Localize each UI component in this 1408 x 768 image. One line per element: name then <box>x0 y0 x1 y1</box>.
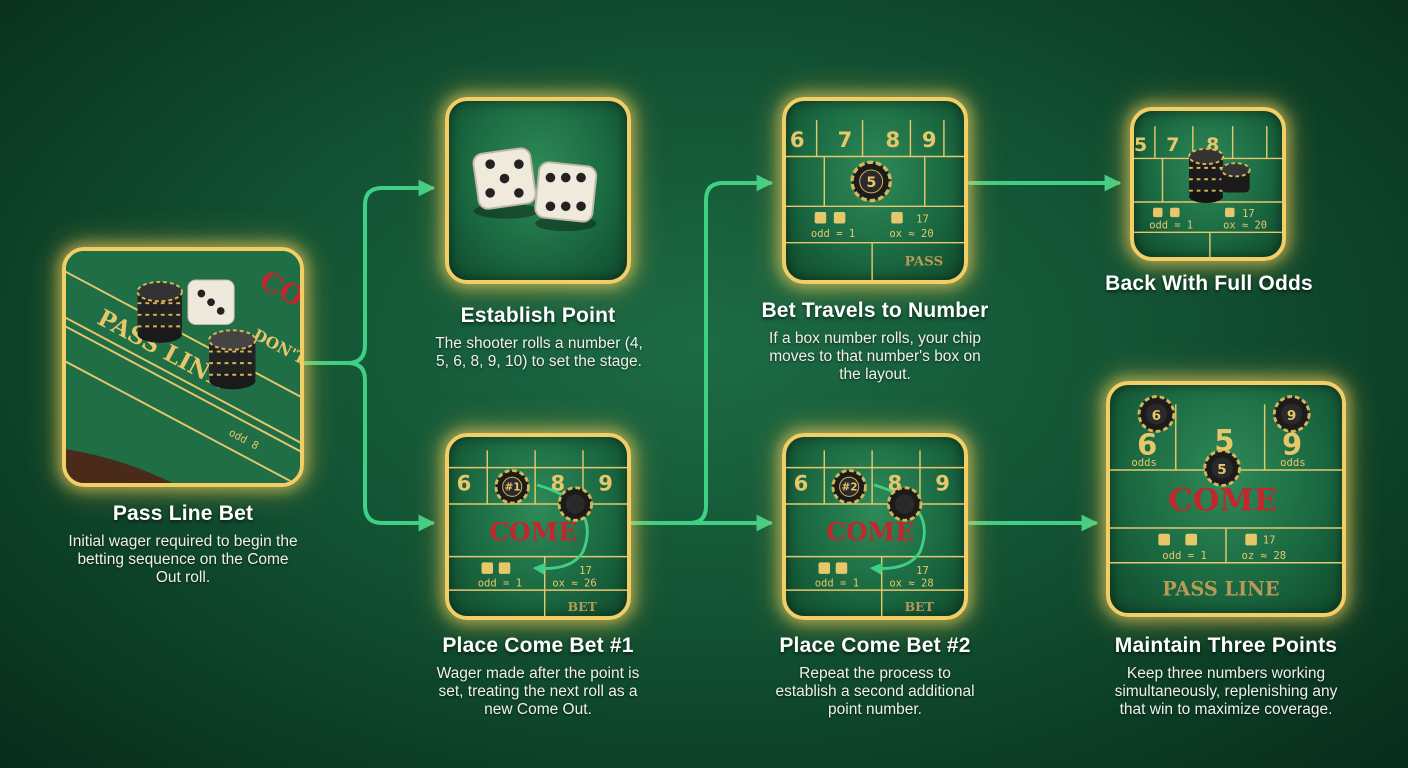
come-bet-1-tile: 6 8 9 COME #1 odd = 1 17 ox ≈ 26 BET <box>445 433 631 620</box>
chip-icon: 6 <box>1137 395 1176 433</box>
box-number: 6 <box>794 471 809 496</box>
odds-text: odd = 1 <box>478 577 522 589</box>
ratio-text: ox ≈ 26 <box>552 577 596 589</box>
box-number: 9 <box>1282 428 1302 462</box>
dice-icon <box>814 212 903 224</box>
arrow-to-establish-point <box>346 179 436 365</box>
chip-label: 5 <box>1217 462 1226 478</box>
seventeen-text: 17 <box>916 565 929 577</box>
come-text: COME <box>1168 483 1277 519</box>
three-points-table-image: 6 5 9 odds odds 6 5 9 COME <box>1110 395 1342 601</box>
bet-text: BET <box>905 599 935 614</box>
box-number: 7 <box>1166 134 1179 156</box>
chip-icon: 5 <box>850 160 892 203</box>
come-bet-1-description: Wager made after the point is set, treat… <box>436 665 640 718</box>
ratio-text: ox ≈ 20 <box>889 228 933 240</box>
come-bet-2-table-image: 6 8 9 COME #2 odd = 1 17 ox ≈ 28 BET <box>786 450 964 616</box>
bet-travels-tile: 6 7 8 9 5 odd = 1 17 ox ≈ 20 PASS <box>782 97 968 284</box>
chip-icon: #2 <box>831 469 867 505</box>
pass-line-text: PASS LINE <box>1162 578 1279 601</box>
box-number: 5 <box>1134 134 1147 156</box>
bet-travels-description: If a box number rolls, your chip moves t… <box>769 330 981 383</box>
pass-line-title: Pass Line Bet <box>112 502 254 525</box>
ratio-text: oz ≈ 28 <box>1241 549 1286 562</box>
three-points-tile: 6 5 9 odds odds 6 5 9 COME <box>1106 381 1346 617</box>
pass-line-table-image: PASS LINE COME DON'T BE odd 8 <box>66 251 300 483</box>
seventeen-text: 17 <box>916 214 929 226</box>
three-points-title: Maintain Three Points <box>1114 634 1338 657</box>
box-number: 9 <box>935 471 950 496</box>
ratio-text: ox ≈ 28 <box>889 577 933 589</box>
pass-line-tile: PASS LINE COME DON'T BE odd 8 <box>62 247 304 487</box>
come-bet-1-table-image: 6 8 9 COME #1 odd = 1 17 ox ≈ 26 BET <box>449 450 627 616</box>
box-number: 9 <box>598 471 613 496</box>
dice-icon <box>1153 207 1235 218</box>
chip-icon <box>208 329 257 390</box>
chip-icon <box>1220 162 1251 193</box>
come-bet-2-title: Place Come Bet #2 <box>779 634 971 657</box>
come-text: COME <box>826 517 914 546</box>
chip-icon <box>886 486 923 522</box>
come-bet-1-title: Place Come Bet #1 <box>442 634 634 657</box>
box-number: 6 <box>457 471 472 496</box>
dice-icon <box>472 147 539 219</box>
establish-point-description: The shooter rolls a number (4, 5, 6, 8, … <box>435 335 643 370</box>
chip-icon <box>557 486 594 522</box>
odds-text: odd = 1 <box>1149 220 1193 232</box>
come-text: COME <box>489 517 577 546</box>
ratio-text: ox ≈ 20 <box>1223 220 1267 232</box>
chip-icon: 5 <box>1203 449 1241 487</box>
box-number: 9 <box>922 127 937 152</box>
bet-text: BET <box>568 599 598 614</box>
box-number: 5 <box>1214 424 1234 458</box>
odds-label-left: odds <box>1131 456 1157 469</box>
dice-icon <box>1158 533 1257 546</box>
chip-icon <box>136 280 183 343</box>
pass-line-description: Initial wager required to begin the bett… <box>68 533 298 586</box>
three-points-description: Keep three numbers working simultaneousl… <box>1114 665 1338 718</box>
odds-text: odd = 1 <box>811 228 855 240</box>
bet-travels-table-image: 6 7 8 9 5 odd = 1 17 ox ≈ 20 PASS <box>786 120 964 280</box>
odds-text: odd = 1 <box>1162 549 1207 562</box>
seventeen-text: 17 <box>1242 208 1255 220</box>
pass-text: PASS <box>905 254 943 270</box>
seventeen-text: 17 <box>579 565 592 577</box>
box-number: 7 <box>838 127 853 152</box>
come-bet-2-tile: 6 8 9 COME #2 odd = 1 17 ox ≈ 28 BET <box>782 433 968 620</box>
establish-point-title: Establish Point <box>460 304 616 327</box>
chip-label: #1 <box>505 482 521 494</box>
box-number: 8 <box>886 127 901 152</box>
bet-travels-title: Bet Travels to Number <box>761 299 989 322</box>
dice-icon <box>481 562 511 574</box>
full-odds-title: Back With Full Odds <box>1105 272 1313 295</box>
odds-label-right: odds <box>1280 456 1306 469</box>
chip-label: 5 <box>866 175 876 191</box>
box-number: 6 <box>790 127 805 152</box>
chip-label: 6 <box>1152 408 1161 424</box>
full-odds-tile: 5 7 8 odd = 1 17 ox ≈ 20 <box>1130 107 1286 261</box>
box-number: 8 <box>550 471 565 496</box>
chip-label: #2 <box>842 482 858 494</box>
come-bet-2-description: Repeat the process to establish a second… <box>775 665 975 718</box>
chip-icon: 9 <box>1272 395 1311 433</box>
arrow-to-come-bet-1 <box>346 361 436 532</box>
chip-icon <box>1188 147 1225 203</box>
chip-icon: #1 <box>494 469 530 505</box>
odds-text: odd = 1 <box>815 577 859 589</box>
establish-point-tile <box>445 97 631 284</box>
box-number: 6 <box>1137 428 1157 462</box>
full-odds-table-image: 5 7 8 odd = 1 17 ox ≈ 20 <box>1134 126 1282 257</box>
dice-pair-image <box>472 147 598 232</box>
dice-icon <box>818 562 848 574</box>
dice-icon <box>534 161 598 232</box>
chip-label: 9 <box>1287 408 1296 424</box>
dice-icon <box>187 279 235 325</box>
seventeen-text: 17 <box>1263 533 1276 546</box>
